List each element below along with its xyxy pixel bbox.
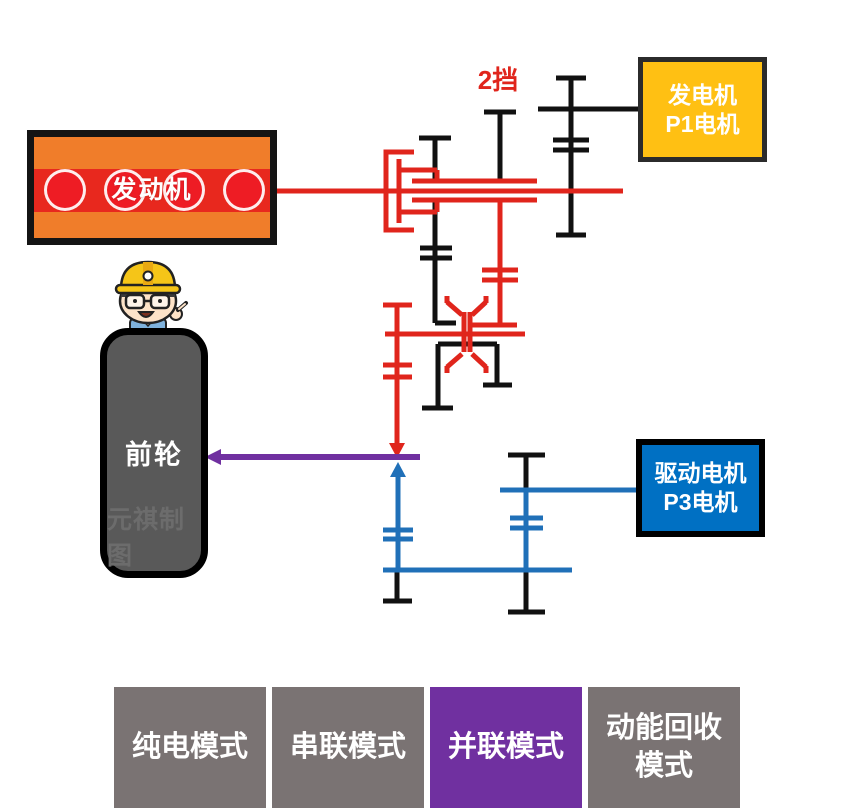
blue-motor-path-lines (383, 476, 637, 573)
mode-tab-energy-recovery[interactable]: 动能回收模式 (588, 687, 740, 808)
generator-label-line2: P1电机 (665, 110, 740, 137)
front-wheel-label: 前轮 (125, 440, 183, 470)
mode-tab-parallel[interactable]: 并联模式 (430, 687, 582, 808)
gear-2-label: 2挡 (477, 65, 519, 95)
blue-up-arrowhead (390, 462, 406, 477)
front-wheel-box: 前轮 元祺制图 (100, 328, 208, 578)
drive-motor-label-line1: 驱动电机 (654, 460, 747, 487)
drive-mode-bar: 纯电模式 串联模式 并联模式 动能回收模式 (114, 687, 740, 808)
drive-motor-p3-box: 驱动电机 P3电机 (636, 439, 765, 537)
mode-tab-series[interactable]: 串联模式 (272, 687, 424, 808)
purple-output-arrow (205, 449, 420, 465)
mascot-body-group (114, 260, 188, 335)
engine-cylinder (223, 169, 265, 211)
engine-cylinder (44, 169, 86, 211)
engine-cylinder (163, 169, 205, 211)
generator-p1-box: 发电机 P1电机 (638, 57, 767, 162)
engine-cylinder (104, 169, 146, 211)
engine-label: 发动机 (111, 175, 193, 204)
generator-label-line1: 发电机 (668, 81, 737, 108)
watermark-text: 元祺制图 (107, 506, 186, 570)
mode-tab-pure-electric[interactable]: 纯电模式 (114, 687, 266, 808)
red-engine-path-lines (277, 149, 623, 445)
red-down-arrowhead (389, 443, 405, 458)
black-shaft-lines (383, 75, 638, 615)
drive-motor-label-line2: P3电机 (663, 489, 738, 515)
engine-box: 发动机 (27, 130, 277, 245)
